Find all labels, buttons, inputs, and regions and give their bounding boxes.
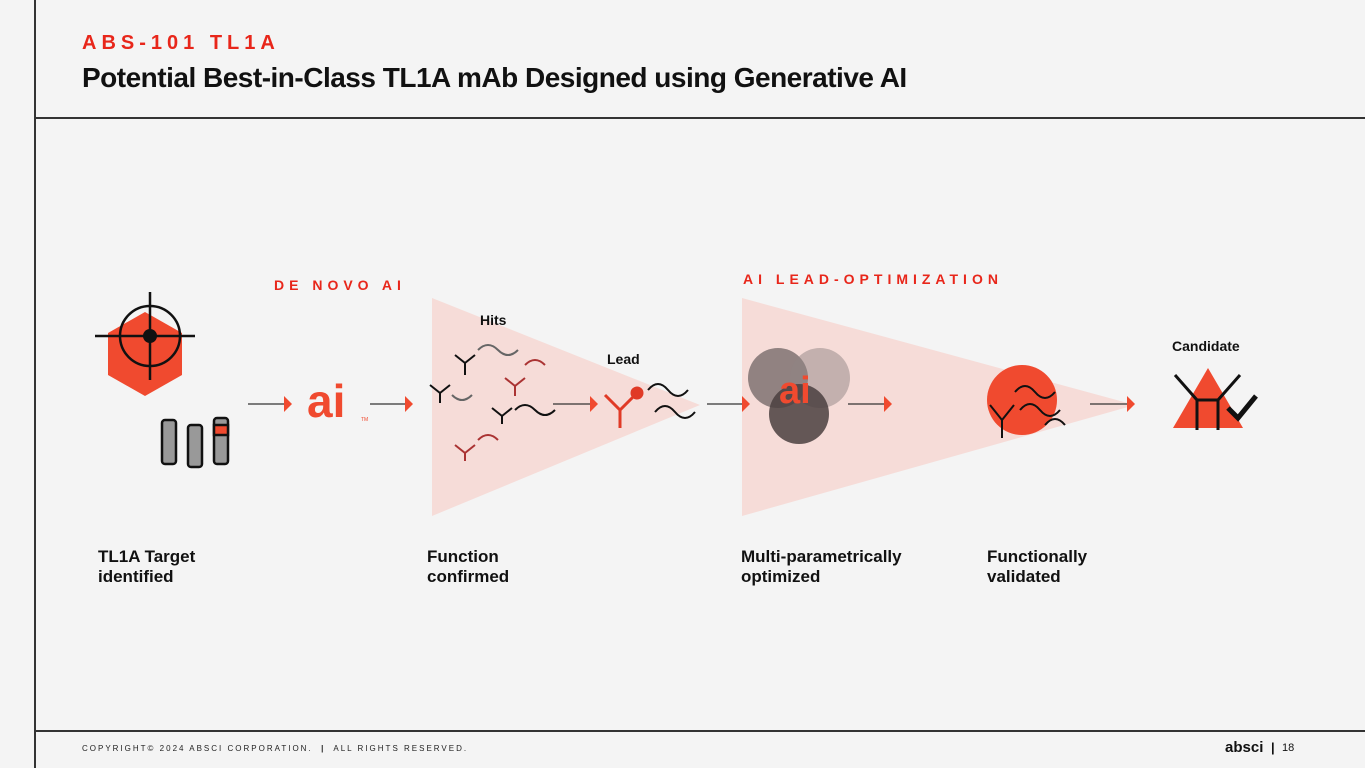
protein-helix-icon — [160, 416, 230, 469]
section-de-novo-ai: DE NOVO AI — [274, 277, 406, 293]
footer-copyright: COPYRIGHT© 2024 ABSCI CORPORATION. | ALL… — [82, 744, 469, 753]
ai-logo-venn: ai — [779, 370, 811, 412]
page-number: 18 — [1282, 742, 1295, 754]
trademark: TM — [361, 417, 369, 423]
footer-divider — [35, 730, 1365, 732]
page-title: Potential Best-in-Class TL1A mAb Designe… — [82, 62, 907, 93]
candidate-label: Candidate — [1172, 338, 1240, 354]
lead-label: Lead — [607, 351, 640, 367]
de-novo-funnel — [432, 298, 700, 516]
header-divider — [35, 117, 1365, 119]
left-border — [34, 0, 36, 768]
candidate-icon — [1173, 368, 1258, 430]
hits-label: Hits — [480, 312, 507, 328]
ai-logo: ai — [307, 375, 346, 427]
footer-separator: | — [1271, 740, 1275, 755]
hits-antibodies-icon — [429, 344, 556, 461]
validated-antibody-icon — [987, 365, 1066, 438]
target-icon — [95, 292, 195, 396]
ai-venn-icon — [748, 348, 850, 444]
lead-opt-funnel — [742, 298, 1135, 516]
lead-antibody-icon — [603, 383, 696, 428]
section-ai-lead-optimization: AI LEAD-OPTIMIZATION — [743, 271, 1003, 287]
eyebrow: ABS-101 TL1A — [82, 32, 280, 54]
arrow-icons — [248, 396, 1135, 412]
absci-logo: absci — [1225, 739, 1264, 756]
